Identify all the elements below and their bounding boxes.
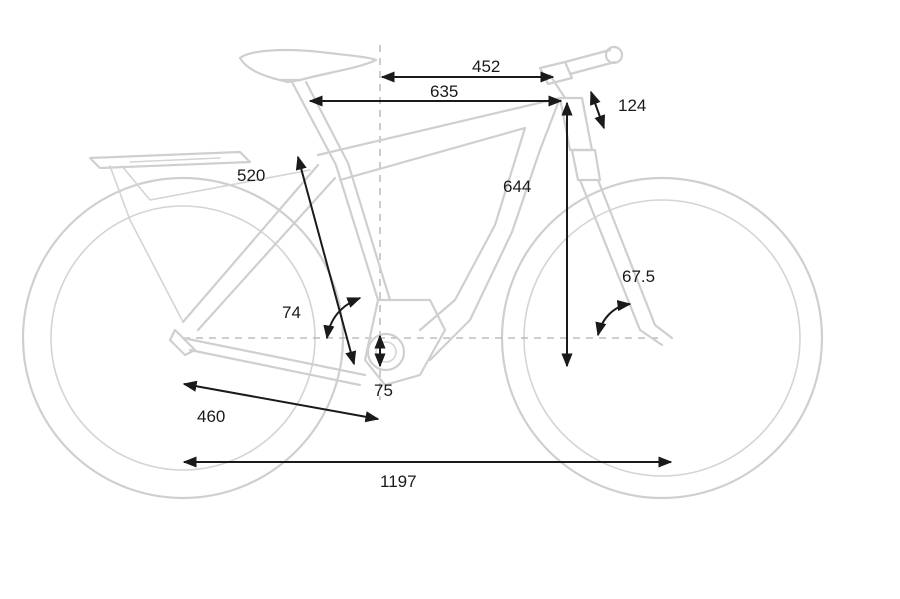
- chainstay-label: 460: [197, 407, 226, 426]
- seat-angle-dimension-arc: [323, 297, 362, 340]
- head-tube-dimension-arrow: [590, 90, 605, 130]
- wheelbase-label: 1197: [380, 472, 417, 491]
- seat-angle-label: 74: [282, 303, 301, 322]
- head-angle-dimension-arc: [595, 300, 632, 337]
- bb-drop-label: 75: [374, 381, 393, 400]
- head-tube-label: 124: [618, 96, 647, 115]
- chainstay-dimension-arrow: [182, 380, 380, 423]
- stack-label: 644: [503, 177, 532, 196]
- reach-label: 452: [472, 57, 501, 76]
- seat-tube-label: 520: [237, 166, 266, 185]
- bike-frame: [88, 45, 674, 387]
- head-angle-label: 67.5: [622, 267, 656, 286]
- top-tube-label: 635: [430, 82, 459, 101]
